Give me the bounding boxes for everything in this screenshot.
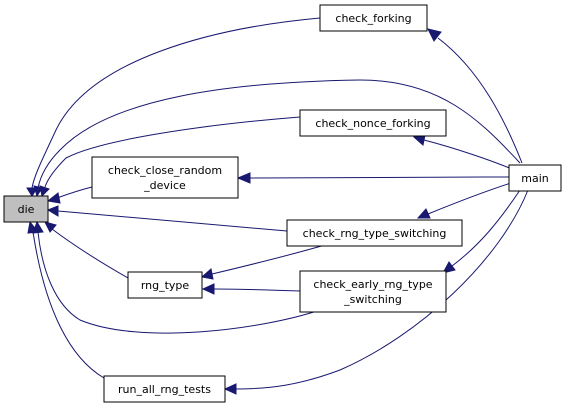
nodes: die check_forking check_nonce_forking ch… (3, 4, 562, 403)
node-die[interactable]: die (3, 195, 49, 223)
node-check-forking[interactable]: check_forking (319, 4, 428, 32)
edge-main-to-check-forking (427, 28, 523, 164)
node-check-rng-type-switching-label: check_rng_type_switching (303, 227, 447, 240)
node-check-close-random-device[interactable]: check_close_random _device (91, 156, 239, 199)
node-main[interactable]: main (508, 164, 562, 192)
node-check-early-rng-type-switching[interactable]: check_early_rng_type _switching (299, 270, 447, 313)
node-check-rng-type-switching[interactable]: check_rng_type_switching (286, 219, 463, 247)
node-rng-type-label: rng_type (141, 279, 190, 292)
edge-check-forking-to-die (26, 17, 321, 197)
node-check-nonce-forking[interactable]: check_nonce_forking (299, 109, 447, 137)
edge-main-to-check-rng-type-switching (416, 182, 512, 219)
edge-check-rng-type-switching-to-die (46, 205, 288, 232)
node-check-early-rng-type-switching-label-line2: _switching (343, 293, 402, 306)
edge-main-to-check-early-rng-type-switching (442, 189, 521, 274)
node-check-early-rng-type-switching-label: check_early_rng_type (313, 278, 432, 291)
edges (26, 17, 529, 395)
node-check-forking-label: check_forking (335, 12, 411, 25)
node-run-all-rng-tests-label: run_all_rng_tests (118, 383, 211, 396)
node-main-label: main (521, 172, 549, 185)
node-check-nonce-forking-label: check_nonce_forking (315, 117, 430, 130)
edge-check-nonce-forking-to-die (39, 116, 301, 198)
edge-main-to-check-close-random-device (236, 172, 510, 184)
edge-main-to-check-nonce-forking (412, 134, 513, 170)
edge-check-rng-type-switching-to-rng-type (200, 244, 326, 280)
edge-run-all-rng-tests-to-die (27, 220, 105, 379)
node-check-close-random-device-label: check_close_random (108, 164, 222, 177)
node-rng-type[interactable]: rng_type (127, 271, 203, 299)
node-die-label: die (18, 203, 35, 216)
edge-check-early-rng-type-switching-to-rng-type (201, 283, 301, 295)
node-check-close-random-device-label-line2: _device (143, 179, 186, 192)
edge-check-close-random-device-to-die (46, 186, 93, 204)
edge-main-to-run-all-rng-tests (223, 189, 529, 395)
edge-rng-type-to-die (44, 221, 129, 279)
node-run-all-rng-tests[interactable]: run_all_rng_tests (103, 375, 226, 403)
